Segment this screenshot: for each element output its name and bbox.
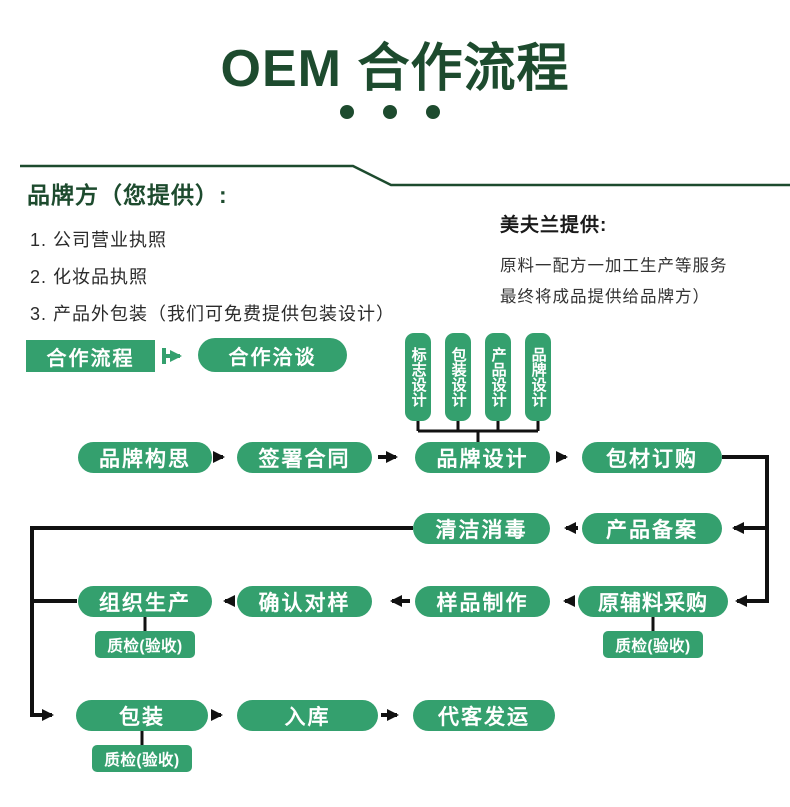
node-sample-making: 样品制作 <box>415 586 550 617</box>
node-confirm-sample: 确认对样 <box>237 586 372 617</box>
factory-line-1: 原料一配方一加工生产等服务 <box>500 257 728 275</box>
qc-connectors <box>140 617 655 746</box>
node-sign-contract: 签署合同 <box>237 442 372 473</box>
node-warehousing: 入库 <box>237 700 378 731</box>
left-rail <box>30 526 413 721</box>
qc-tag-raw-material: 质检(验收) <box>603 631 703 658</box>
title-dots <box>340 105 440 119</box>
provider-section-title: 品牌方（您提供）: <box>27 182 228 208</box>
node-organize-production: 组织生产 <box>78 586 212 617</box>
page-title: OEM 合作流程 <box>220 40 570 98</box>
provider-item-3: 3. 产品外包装（我们可免费提供包装设计） <box>30 304 396 324</box>
header-divider-line <box>20 164 790 187</box>
node-customer-shipping: 代客发运 <box>413 700 555 731</box>
design-tag-logo: 标志设计 <box>405 333 431 421</box>
design-tag-package: 包装设计 <box>445 333 471 421</box>
design-tag-product: 产品设计 <box>485 333 511 421</box>
node-brand-idea: 品牌构思 <box>78 442 212 473</box>
legend-process-label: 合作流程 <box>26 340 155 372</box>
node-cleaning-disinfection: 清洁消毒 <box>413 513 550 544</box>
qc-tag-production: 质检(验收) <box>95 631 195 658</box>
design-tag-brand: 品牌设计 <box>525 333 551 421</box>
node-product-filing: 产品备案 <box>582 513 722 544</box>
node-negotiation: 合作洽谈 <box>198 338 347 372</box>
qc-tag-packing: 质检(验收) <box>92 745 192 772</box>
provider-item-1: 1. 公司营业执照 <box>30 230 168 250</box>
node-brand-design: 品牌设计 <box>415 442 550 473</box>
node-packing: 包装 <box>76 700 208 731</box>
design-tags-connector <box>416 421 540 442</box>
node-raw-material-purchase: 原辅料采购 <box>578 586 728 617</box>
legend-arrow <box>162 348 182 364</box>
provider-item-2: 2. 化妆品执照 <box>30 267 149 287</box>
right-rail <box>722 455 769 607</box>
factory-line-2: 最终将成品提供给品牌方） <box>500 288 710 306</box>
factory-section-title: 美夫兰提供: <box>500 215 608 236</box>
node-packaging-order: 包材订购 <box>582 442 722 473</box>
